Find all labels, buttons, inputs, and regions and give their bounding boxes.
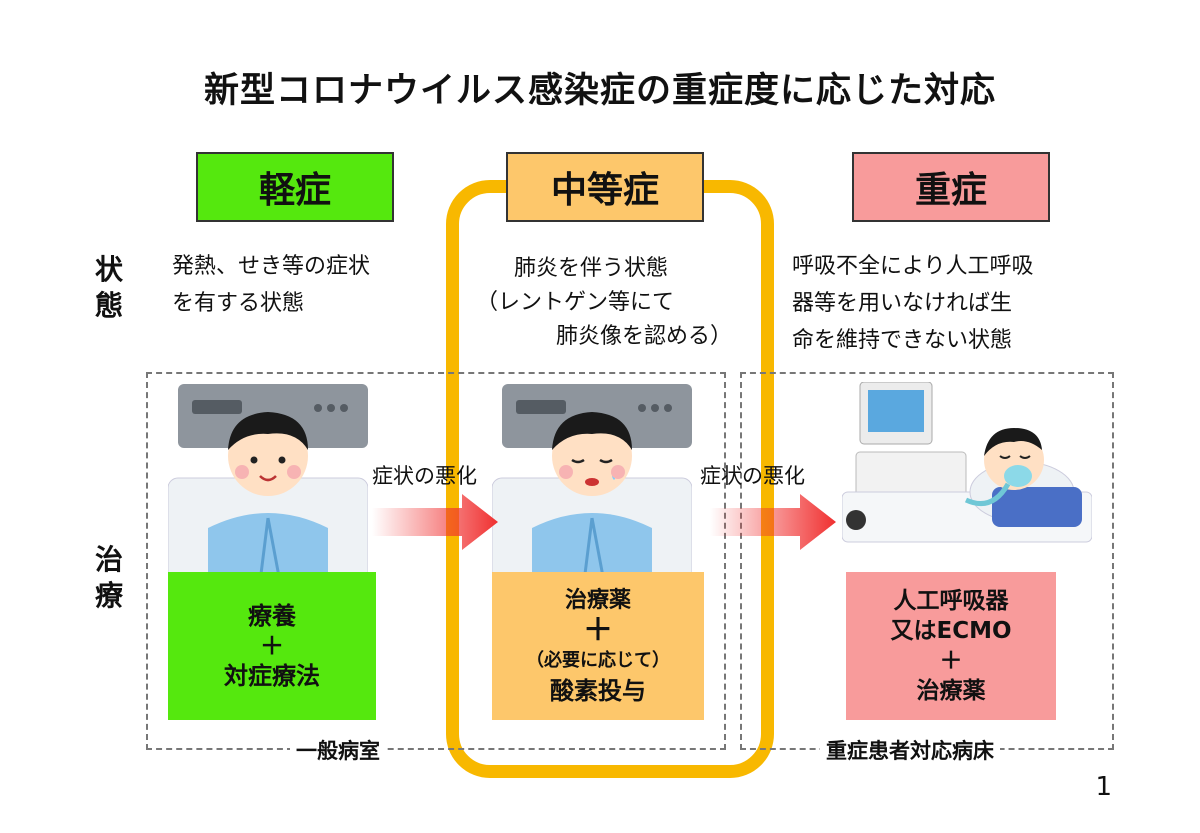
treatment-severe-line-3: 治療薬 <box>916 678 986 704</box>
state-severe-text: 呼吸不全により人工呼吸 器等を用いなければ生 命を維持できない状態 <box>792 248 1122 359</box>
state-moderate-line-2: （レントゲン等にて <box>476 290 675 315</box>
treatment-severe-line-1: 人工呼吸器 <box>893 588 1009 614</box>
state-moderate-line-3: 肺炎像を認める） <box>556 324 733 349</box>
treatment-moderate-line-2: （必要に応じて） <box>526 650 670 671</box>
side-label-state-char-2: 態 <box>94 289 123 322</box>
worsening-label-2: 症状の悪化 <box>700 464 805 488</box>
treatment-mild-line-2: 対症療法 <box>224 662 320 690</box>
severity-severe-label: 重症 <box>852 152 1050 222</box>
worsening-arrow-1 <box>372 494 498 550</box>
side-label-state: 状 態 <box>88 252 130 324</box>
treatment-moderate-line-3: 酸素投与 <box>550 677 646 705</box>
treatment-mild-box: 療養 ＋ 対症療法 <box>168 572 376 720</box>
state-moderate-line-1: 肺炎を伴う状態 <box>514 256 669 281</box>
state-moderate-text: 肺炎を伴う状態 （レントゲン等にて 肺炎像を認める） <box>476 252 776 354</box>
severity-mild-label: 軽症 <box>196 152 394 222</box>
treatment-moderate-line-1: 治療薬 <box>564 588 631 613</box>
side-label-treatment-char-2: 療 <box>94 579 123 612</box>
treatment-mild-plus: ＋ <box>260 632 284 660</box>
treatment-severe-box: 人工呼吸器 又はECMO ＋ 治療薬 <box>846 572 1056 720</box>
side-label-treatment: 治 療 <box>88 542 130 614</box>
general-ward-zone <box>146 372 726 750</box>
page-title: 新型コロナウイルス感染症の重症度に応じた対応 <box>203 71 996 111</box>
patient-hair <box>552 412 632 450</box>
severe-patient-body <box>992 487 1082 527</box>
severe-patient-illustration <box>842 382 1092 543</box>
state-severe-line-3: 命を維持できない状態 <box>792 328 1013 353</box>
state-mild-line-1: 発熱、せき等の症状 <box>172 254 371 279</box>
general-ward-label: 一般病室 <box>290 735 386 765</box>
state-mild-text: 発熱、せき等の症状 を有する状態 <box>172 248 442 322</box>
patient-hair <box>228 412 308 450</box>
treatment-severe-line-2: 又はECMO <box>890 618 1012 644</box>
mild-patient-illustration <box>168 384 368 598</box>
worsening-label-1: 症状の悪化 <box>372 464 477 488</box>
state-mild-line-2: を有する状態 <box>172 291 305 316</box>
severity-moderate-label: 中等症 <box>506 152 704 222</box>
treatment-mild-line-1: 療養 <box>248 602 296 630</box>
ventilator-tube <box>964 482 1011 506</box>
oxygen-mask <box>1004 465 1032 487</box>
worsening-arrow-2 <box>710 494 836 550</box>
side-label-state-char-1: 状 <box>94 253 123 286</box>
severe-ward-label: 重症患者対応病床 <box>820 735 1000 765</box>
side-label-treatment-char-1: 治 <box>94 543 123 576</box>
page-number: 1 <box>1095 772 1112 802</box>
moderate-patient-illustration <box>492 384 692 598</box>
headboard-panel <box>192 400 242 414</box>
treatment-severe-plus: ＋ <box>939 648 963 674</box>
state-severe-line-1: 呼吸不全により人工呼吸 <box>792 254 1034 279</box>
treatment-moderate-plus: ＋ <box>583 613 613 648</box>
treatment-moderate-box: 治療薬 ＋ （必要に応じて） 酸素投与 <box>492 572 704 720</box>
state-severe-line-2: 器等を用いなければ生 <box>792 291 1013 316</box>
